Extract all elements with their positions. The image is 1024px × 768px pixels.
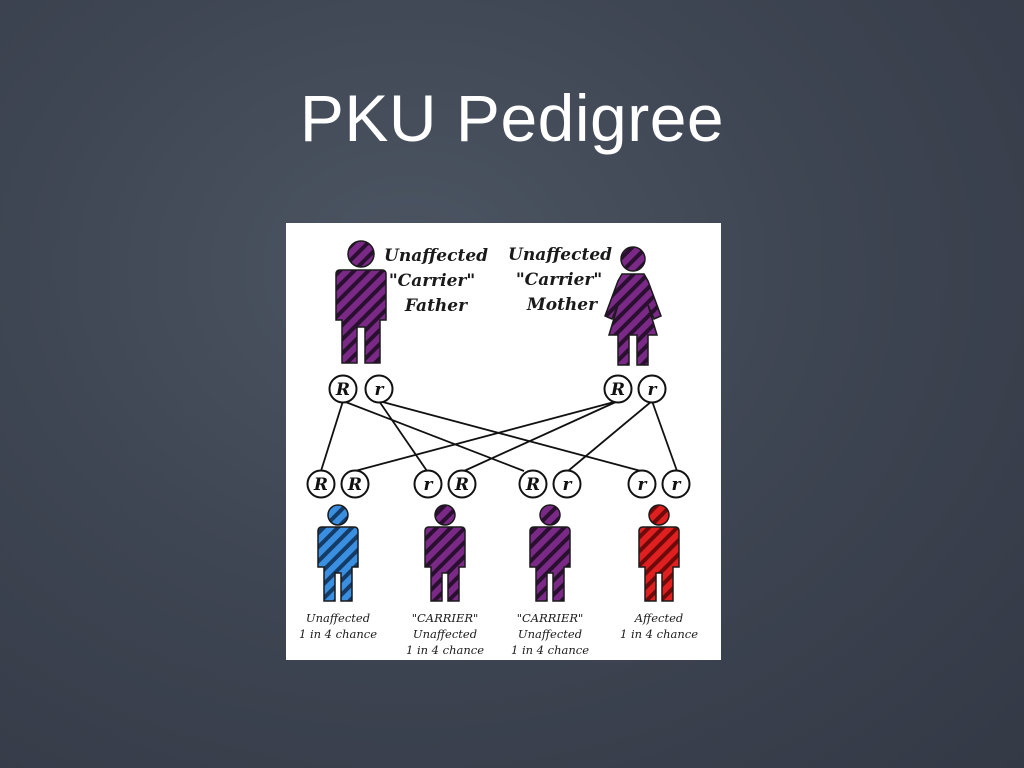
mother-alleles: R r — [603, 374, 667, 404]
allele-label: r — [424, 475, 434, 495]
allele-circle — [328, 374, 358, 404]
inheritance-lines — [320, 400, 678, 472]
allele-label: r — [563, 475, 573, 495]
child-figure-icon — [424, 504, 466, 602]
allele-circle — [637, 374, 667, 404]
mother-caption: Unaffected "Carrier" Mother — [508, 245, 618, 315]
child-figure-icon — [529, 504, 571, 602]
line-mother-r-to-child4 — [651, 400, 678, 472]
line-father-R-to-child3 — [342, 400, 525, 472]
father-figure-icon — [335, 240, 387, 364]
allele-circle — [364, 374, 394, 404]
allele-circle — [306, 469, 336, 499]
allele-circle — [447, 469, 477, 499]
allele-label: r — [375, 380, 385, 400]
allele-label: R — [347, 475, 362, 495]
line-father-R-to-child1 — [320, 400, 344, 472]
allele-circle — [518, 469, 548, 499]
allele-circle — [413, 469, 443, 499]
allele-circle — [552, 469, 582, 499]
line-mother-r-to-child3 — [567, 400, 653, 472]
allele-label: R — [313, 475, 328, 495]
pedigree-svg: Unaffected "Carrier" Father Unaffected "… — [299, 240, 698, 657]
father-alleles: R r — [328, 374, 394, 404]
mother-figure-icon — [604, 246, 662, 366]
allele-circle — [340, 469, 370, 499]
line-mother-R-to-child1 — [354, 400, 619, 472]
line-father-r-to-child4 — [378, 400, 642, 472]
line-mother-R-to-child2 — [463, 400, 619, 472]
child-figure-icon — [317, 504, 359, 602]
allele-label: R — [454, 475, 469, 495]
allele-circle — [603, 374, 633, 404]
allele-circle — [627, 469, 657, 499]
pedigree-diagram: Unaffected "Carrier" Father Unaffected "… — [286, 223, 721, 660]
slide-title: PKU Pedigree — [299, 81, 725, 155]
allele-label: r — [648, 380, 658, 400]
allele-label: r — [672, 475, 682, 495]
allele-label: R — [335, 380, 350, 400]
allele-label: r — [638, 475, 648, 495]
father-caption: Unaffected "Carrier" Father — [384, 246, 494, 316]
allele-circle — [661, 469, 691, 499]
child-figure-icon — [638, 504, 680, 602]
allele-label: R — [610, 380, 625, 400]
allele-label: R — [525, 475, 540, 495]
line-father-r-to-child2 — [378, 400, 428, 472]
